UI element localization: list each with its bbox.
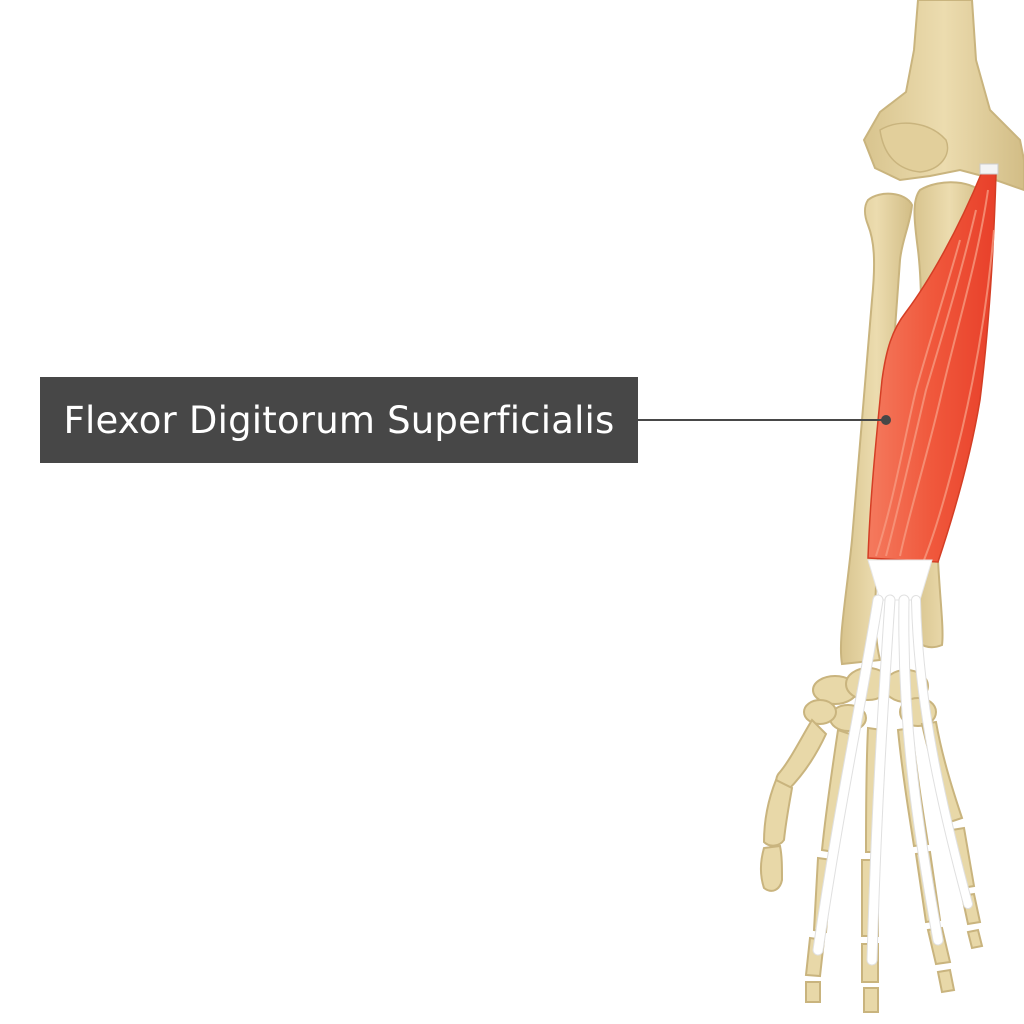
flexor-tendons: [812, 559, 973, 966]
pointer-dot: [881, 415, 891, 425]
humerus-bone: [862, 0, 1024, 192]
thumb-bones: [760, 718, 828, 892]
structure-label: Flexor Digitorum Superficialis: [40, 377, 638, 463]
flexor-digitorum-superficialis-muscle: [867, 163, 999, 563]
structure-label-text: Flexor Digitorum Superficialis: [63, 398, 615, 442]
radius-bone: [839, 192, 914, 666]
